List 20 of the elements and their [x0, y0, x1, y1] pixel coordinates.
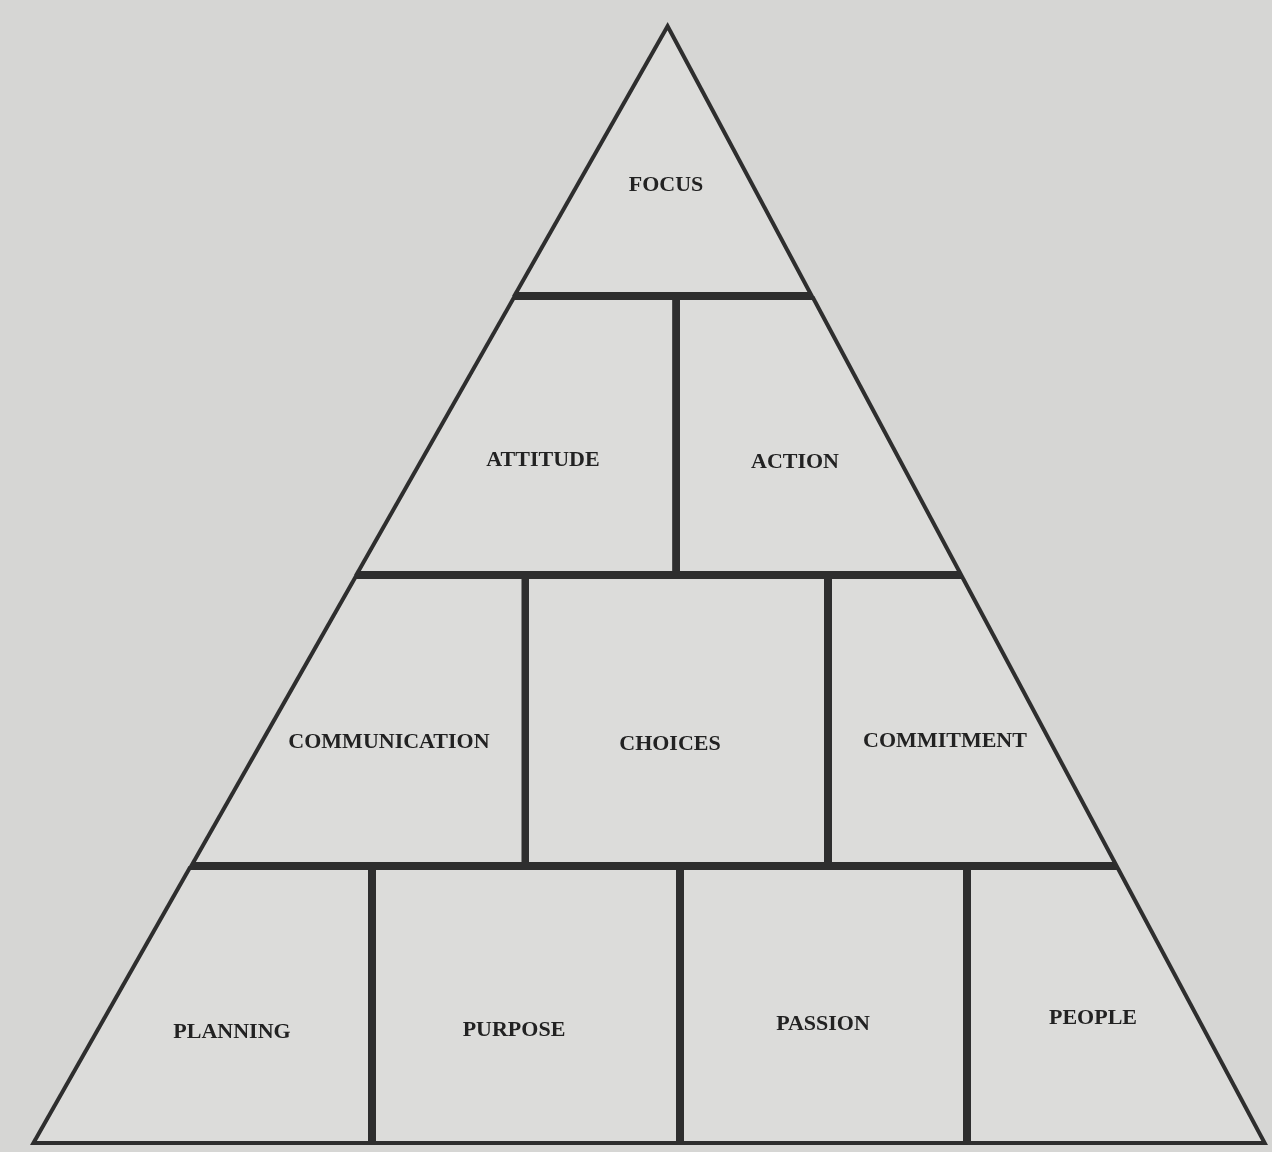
pyramid-segment: [188, 575, 525, 866]
pyramid-segment: [828, 575, 1119, 866]
segment-label: PURPOSE: [462, 1018, 566, 1040]
pyramid-segment: [525, 575, 828, 866]
pyramid-segment: [676, 296, 964, 575]
pyramid-segment: [512, 22, 815, 296]
segment-label: ATTITUDE: [486, 448, 600, 470]
segment-label: PEOPLE: [1049, 1006, 1137, 1028]
pyramid-segment: [353, 296, 676, 575]
segment-label: ACTION: [751, 450, 839, 472]
pyramid-segment: [680, 866, 967, 1145]
segment-label: COMMUNICATION: [288, 730, 490, 752]
segment-label: PLANNING: [173, 1020, 291, 1042]
pyramid-segment: [30, 866, 372, 1145]
pyramid-segment: [372, 866, 680, 1145]
segment-label: CHOICES: [619, 732, 721, 754]
pyramid-segment: [967, 866, 1268, 1145]
segment-label: FOCUS: [628, 173, 704, 195]
segment-label: PASSION: [776, 1012, 870, 1034]
segment-label: COMMITMENT: [863, 729, 1027, 751]
